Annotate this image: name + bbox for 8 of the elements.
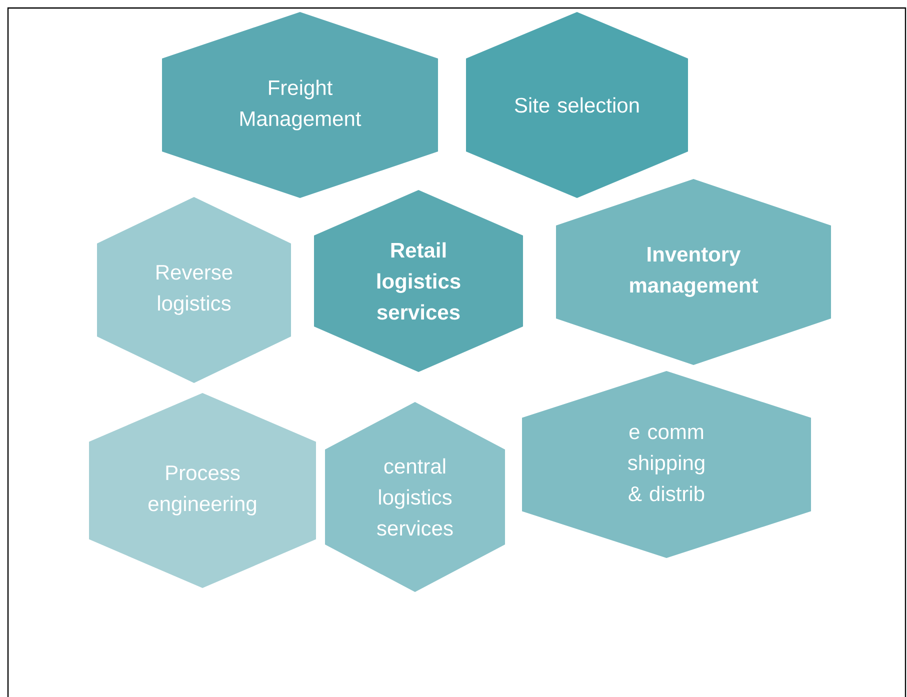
hexagon: Process engineering (89, 393, 316, 588)
hexagon: Reverse logistics (97, 197, 291, 383)
hexagon: Site selection (466, 12, 688, 198)
hexagon: Inventory management (556, 179, 831, 365)
hexagon: e comm shipping & distrib (522, 371, 811, 558)
hexagon: central logistics services (325, 402, 505, 592)
hexagon: Freight Management (162, 12, 438, 198)
hexagon: Retail logistics services (314, 190, 523, 372)
